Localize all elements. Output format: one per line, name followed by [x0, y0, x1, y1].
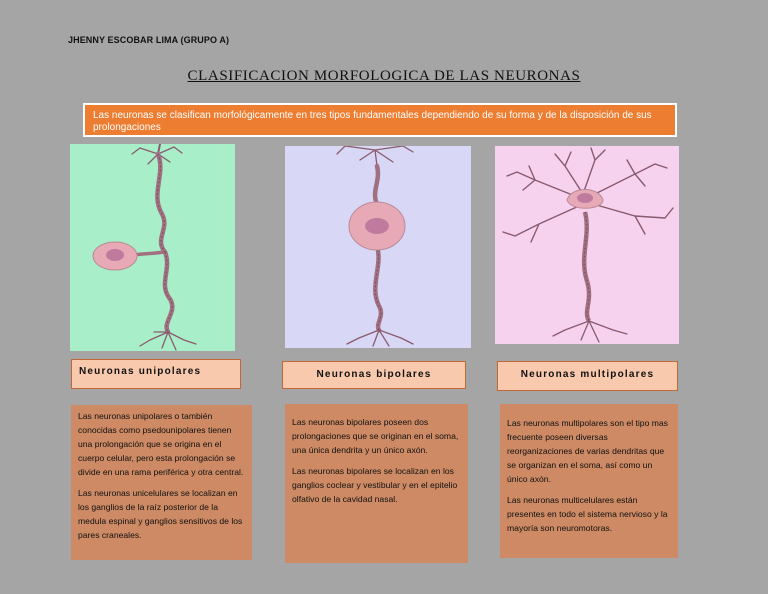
unipolar-neuron-illustration	[92, 144, 197, 351]
multipolar-neuron-image	[495, 146, 679, 344]
author-name: JHENNY ESCOBAR LIMA (GRUPO A)	[68, 35, 230, 45]
description-bipolar: Las neuronas bipolares poseen dos prolon…	[285, 404, 468, 563]
intro-banner: Las neuronas se clasifican morfológicame…	[83, 103, 677, 137]
bipolar-neuron-illustration	[336, 146, 414, 347]
description-paragraph: Las neuronas multipolares son el tipo ma…	[507, 418, 668, 484]
description-paragraph: Las neuronas bipolares se localizan en l…	[292, 466, 458, 504]
label-multipolar: Neuronas multipolares	[497, 361, 678, 391]
label-unipolar: Neuronas unipolares	[71, 359, 241, 389]
page-title: CLASIFICACION MORFOLOGICA DE LAS NEURONA…	[187, 68, 581, 84]
description-paragraph: Las neuronas unipolares o también conoci…	[78, 411, 244, 477]
label-bipolar: Neuronas bipolares	[282, 361, 466, 389]
description-multipolar: Las neuronas multipolares son el tipo ma…	[500, 404, 678, 558]
multipolar-neuron-illustration	[502, 147, 674, 343]
description-paragraph: Las neuronas bipolares poseen dos prolon…	[292, 417, 459, 455]
description-unipolar: Las neuronas unipolares o también conoci…	[71, 405, 252, 560]
description-paragraph: Las neuronas unicelulares se localizan e…	[78, 488, 243, 540]
description-paragraph: Las neuronas multicelulares están presen…	[507, 495, 668, 533]
bipolar-neuron-image	[285, 146, 471, 348]
unipolar-neuron-image	[70, 144, 235, 351]
